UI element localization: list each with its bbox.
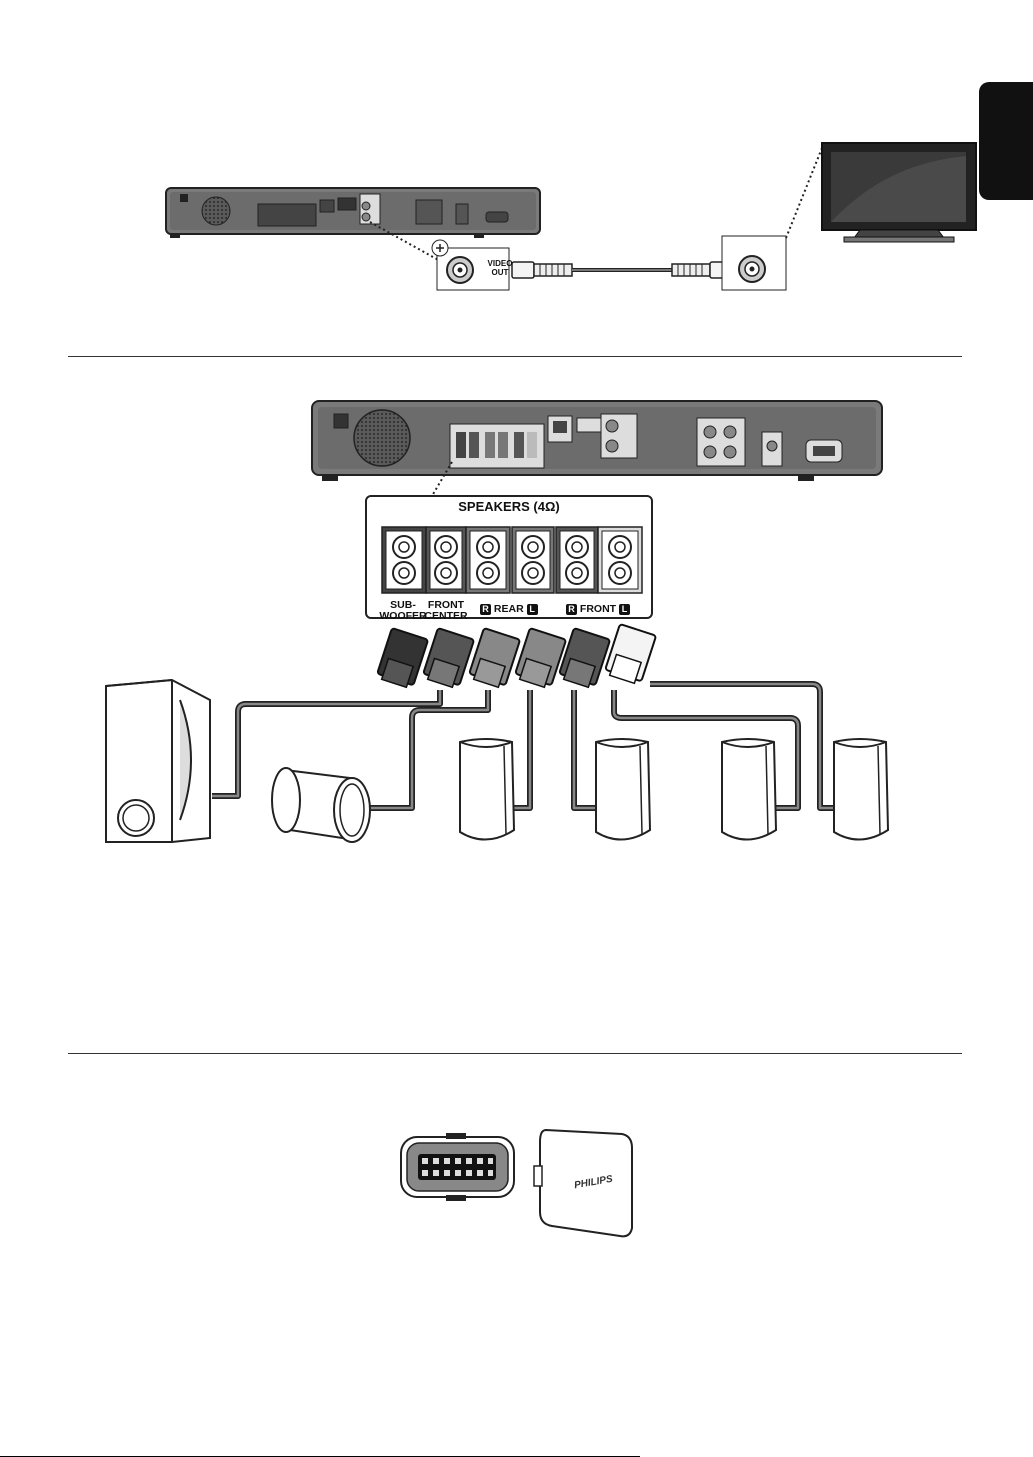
speakers-panel-title: SPEAKERS (4Ω) <box>366 499 652 514</box>
label-rear: R REAR L <box>480 603 538 615</box>
video-cable <box>512 262 732 278</box>
speaker-front-right <box>722 739 776 840</box>
front-left-badge: L <box>619 604 630 615</box>
tv-input-callout <box>722 236 786 290</box>
label-front: R FRONT L <box>566 603 630 615</box>
speaker-plugs <box>376 624 656 689</box>
speaker-front-left <box>834 739 888 840</box>
tv <box>822 143 976 242</box>
speaker-rear-left <box>596 739 650 840</box>
center-speaker <box>272 768 370 842</box>
video-out-label: VIDEO OUT <box>480 259 520 277</box>
front-label-text: FRONT <box>580 603 616 615</box>
front-right-badge: R <box>566 604 577 615</box>
rear-label-text: REAR <box>494 603 524 615</box>
rear-right-badge: R <box>480 604 491 615</box>
rear-left-badge: L <box>527 604 538 615</box>
home-theater-unit-large <box>312 401 882 481</box>
multi-pin-connector <box>401 1133 514 1201</box>
speaker-rear-right <box>460 739 514 840</box>
subwoofer <box>106 680 210 842</box>
label-front-center: FRONT CENTER <box>420 600 472 622</box>
home-theater-unit-small <box>166 188 540 238</box>
